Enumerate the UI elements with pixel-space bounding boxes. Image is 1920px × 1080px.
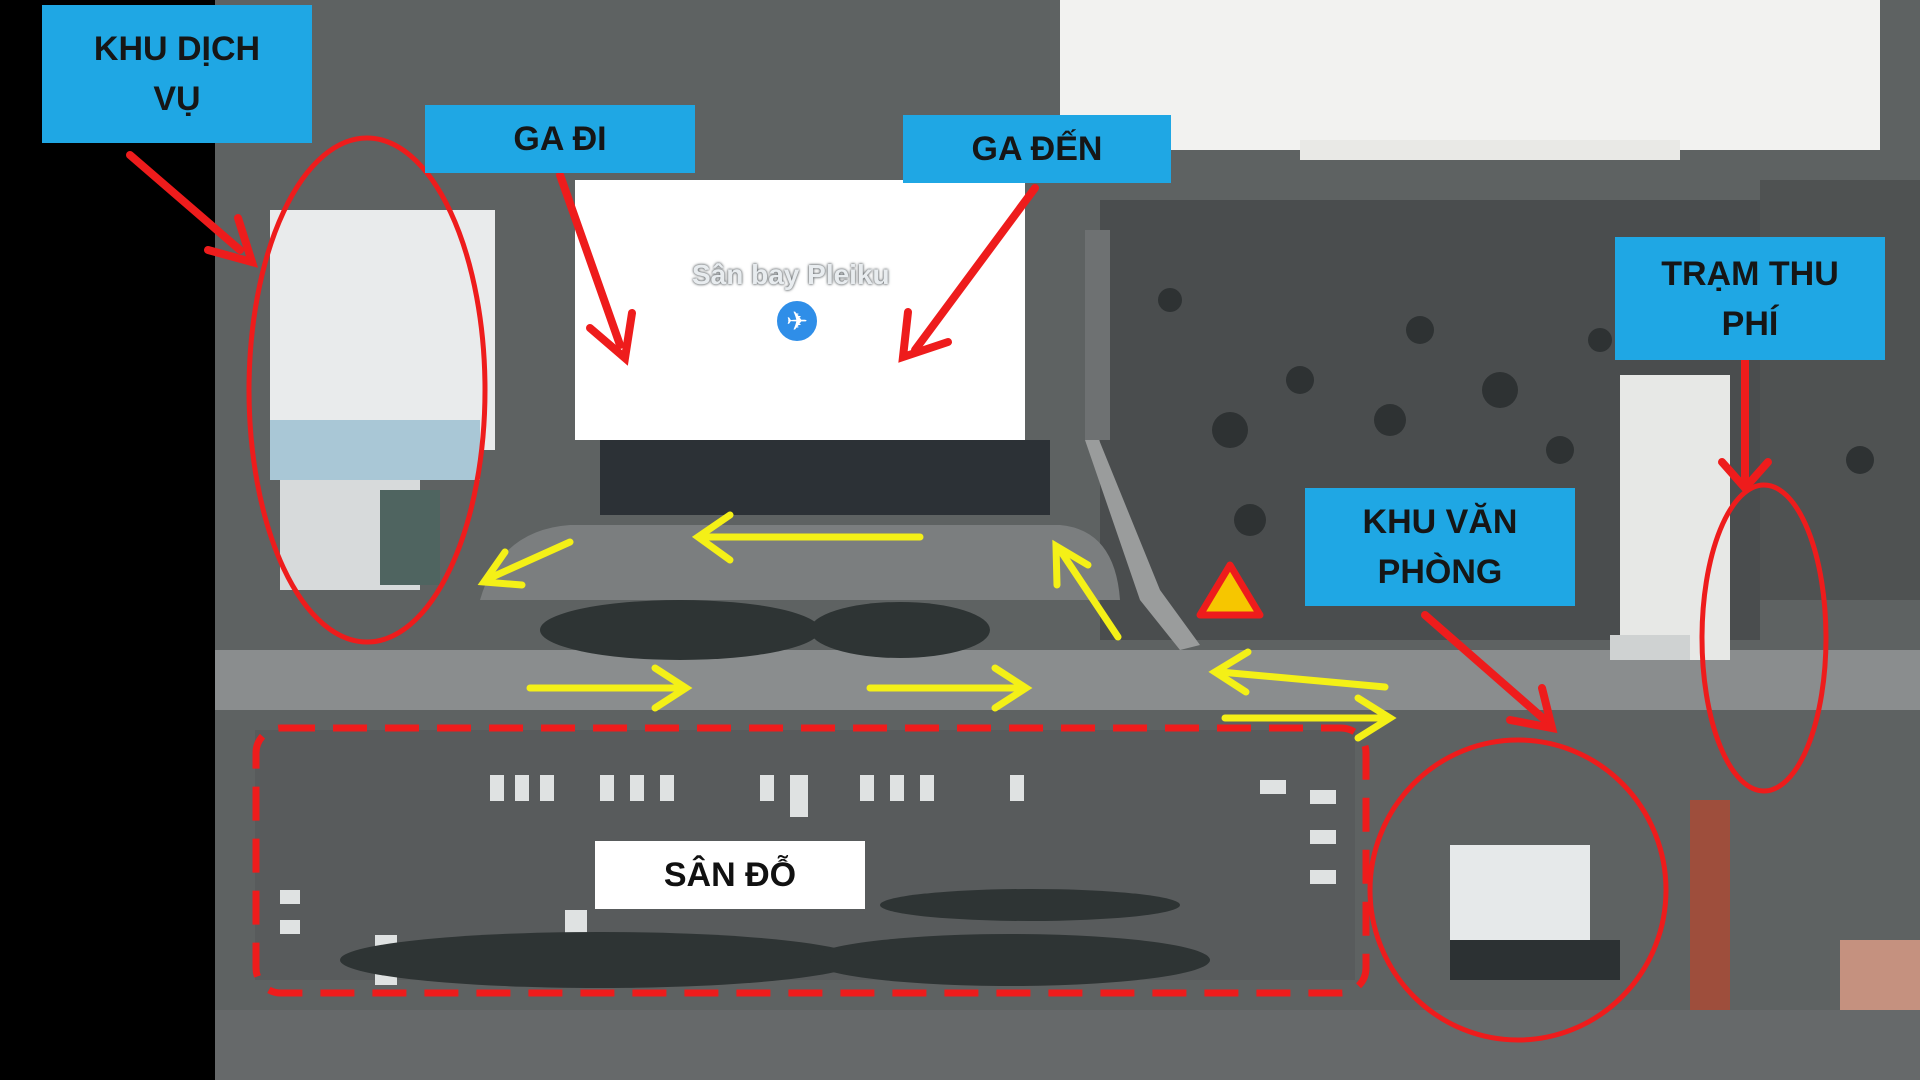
label-arrival-terminal: GA ĐẾN (903, 115, 1171, 183)
label-departure-terminal: GA ĐI (425, 105, 695, 173)
side-road (1085, 230, 1110, 440)
service-arrow (126, 151, 244, 254)
toll-building (1620, 375, 1730, 660)
office-arrow (1421, 611, 1549, 724)
toll-arrow-head (1718, 458, 1772, 495)
toll-canopy (1610, 635, 1690, 660)
arrival-arrow (911, 184, 1039, 354)
curved-road (1085, 430, 1200, 650)
label-toll-station: TRẠM THU PHÍ (1615, 237, 1885, 360)
departure-arrow-head (586, 309, 636, 366)
terminal-loop-road (480, 525, 1120, 600)
office-arrow-head (1506, 684, 1558, 734)
toll-station-ellipse (1699, 482, 1829, 794)
departure-arrow (556, 171, 624, 349)
office-area-ellipse (1367, 737, 1669, 1043)
label-office-area: KHU VĂN PHÒNG (1305, 488, 1575, 606)
service-building-4 (380, 490, 440, 585)
terminal-shadow (600, 440, 1050, 515)
red-arrows (126, 151, 1772, 734)
label-parking-apron: SÂN ĐỖ (595, 841, 865, 909)
top-white-area (1060, 0, 1880, 150)
office-shadow (1450, 940, 1620, 980)
office-building (1450, 845, 1590, 945)
service-building-2 (270, 420, 480, 480)
parking-apron-outline (252, 724, 1370, 997)
service-area-ellipse (246, 135, 488, 645)
yellow-flow-arrows (477, 511, 1397, 742)
airplane-icon[interactable]: ✈ (774, 298, 820, 344)
label-service-area: KHU DỊCH VỤ (42, 5, 312, 143)
service-building-1 (270, 210, 495, 450)
apron-trees (340, 600, 1210, 988)
arrival-arrow-head (898, 308, 952, 363)
service-arrow-head (204, 214, 259, 268)
warning-triangle-icon (1196, 561, 1264, 619)
bottom-strip (215, 1010, 1920, 1080)
top-white-edge (1300, 140, 1680, 160)
map-place-name: Sân bay Pleiku (692, 259, 890, 290)
